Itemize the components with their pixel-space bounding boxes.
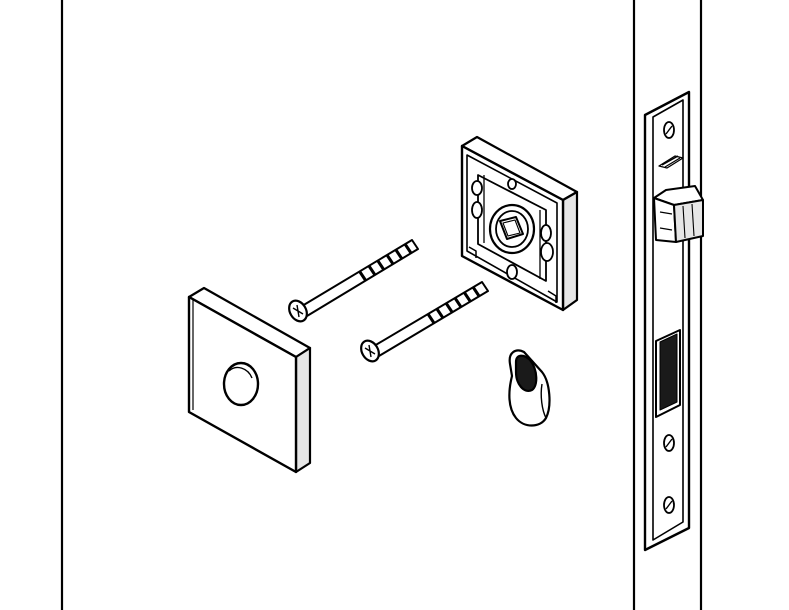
latch-bolt-front: [653, 197, 677, 243]
screw-upper-threads: [358, 243, 413, 282]
screw-slot-right: [540, 242, 554, 262]
latch-bolt-side: [673, 199, 704, 243]
spindle-boss: [488, 203, 536, 255]
screw-slot-upper-left: [471, 180, 483, 196]
mortice-lock: [643, 90, 691, 552]
deadbolt-slot-inner: [659, 333, 678, 411]
deadbolt-slot: [655, 329, 681, 418]
screw-lower-threads: [426, 286, 481, 324]
rose-cover-spindle-hole: [222, 361, 260, 407]
base-plate-side-face: [561, 190, 579, 312]
faceplate-logo-mark: [658, 155, 684, 169]
door-edge-lines: [60, 0, 703, 610]
fixing-screw-lower: [360, 281, 489, 363]
base-plate-inner-rim: [466, 154, 558, 303]
spindle-sleeve-opening: [514, 354, 538, 392]
square-rose-cover: [187, 286, 312, 474]
spindle-sleeve: [508, 349, 551, 427]
screw-slot-left: [471, 201, 483, 219]
screw-upper-shank: [301, 239, 419, 317]
faceplate-screw-holes: [663, 121, 675, 514]
rose-cover-side-face: [294, 346, 312, 474]
screw-slot-right-upper: [540, 224, 552, 242]
base-plate-screw-slots: [471, 178, 554, 280]
base-plate-corner-notches: [468, 246, 557, 303]
screw-slot-lower: [506, 264, 518, 280]
screw-slot-top: [507, 178, 517, 190]
lock-faceplate-front: [652, 99, 684, 541]
fixing-screw-upper: [288, 239, 419, 323]
thumbturn-base-plate: [460, 135, 579, 312]
latch-bolt: [653, 185, 704, 243]
